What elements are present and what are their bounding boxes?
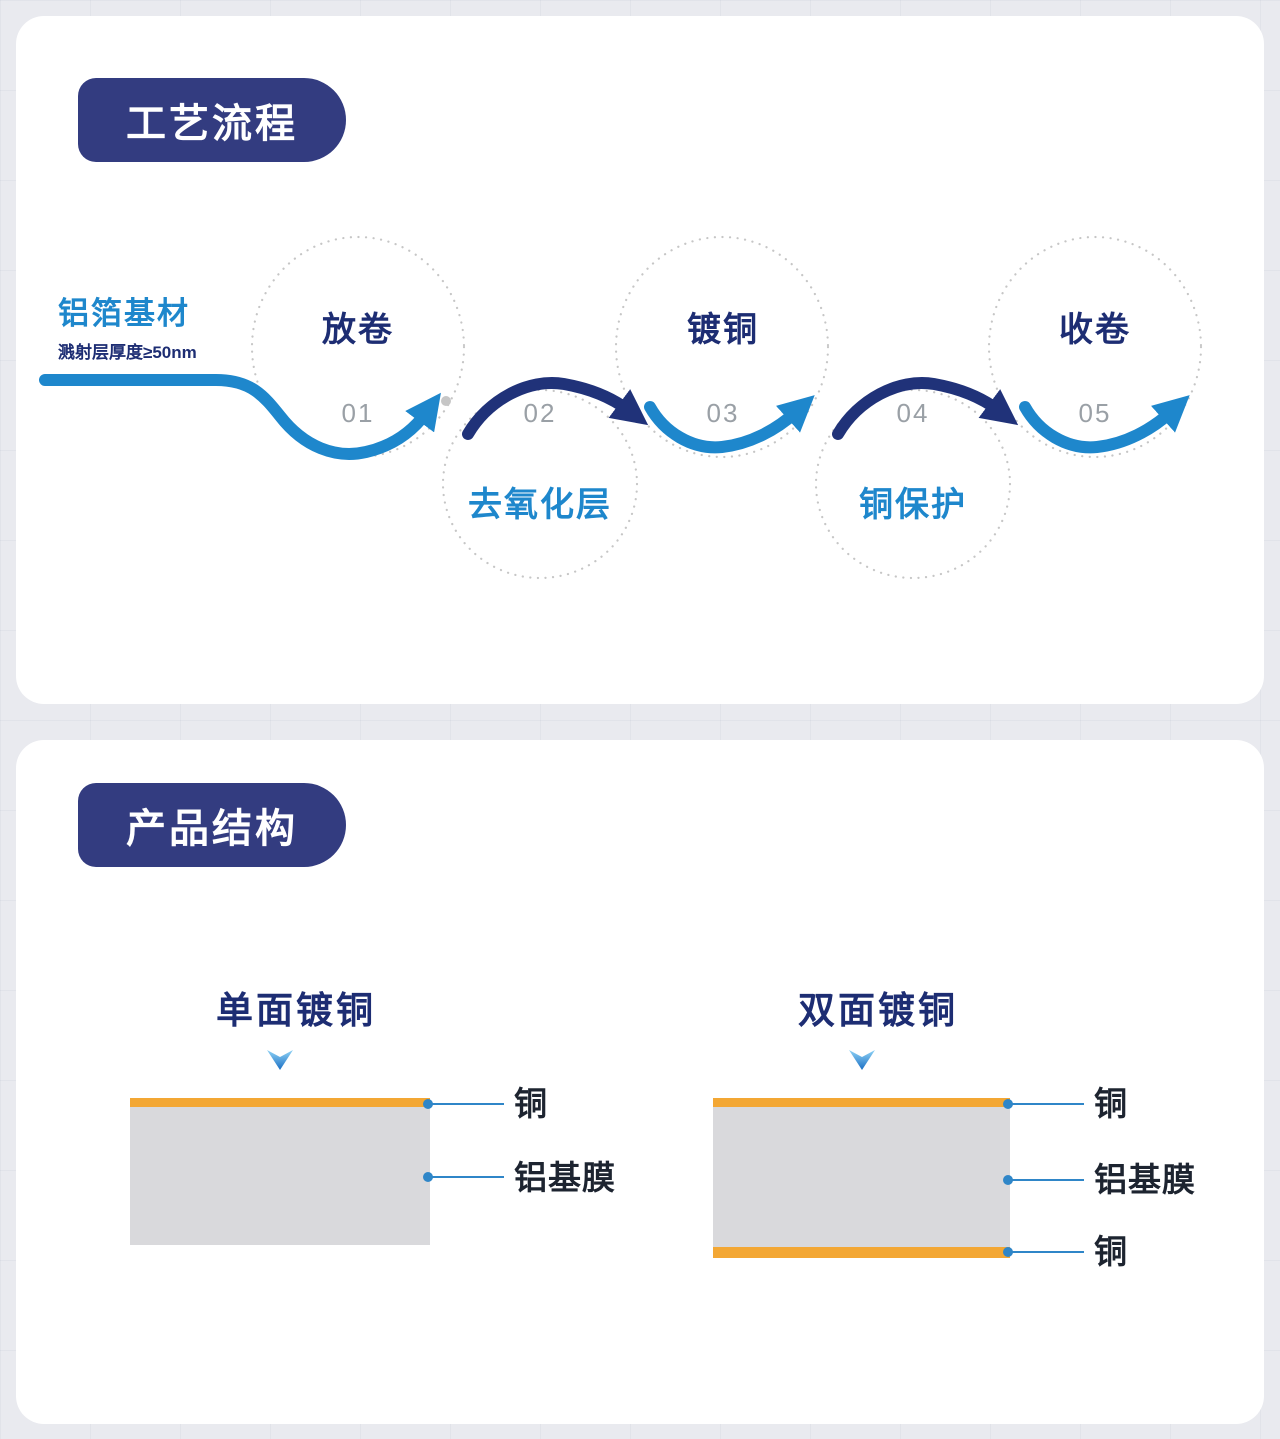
step-circle-3 [614,235,830,459]
step-label-copper-plating: 镀铜 [687,311,759,349]
layer-label-copper: 铜 [514,1085,548,1122]
double-side-title: 双面镀铜 [798,990,958,1031]
film-body [130,1098,430,1245]
step-circle-4 [814,388,1012,580]
flow-arrow-2 [462,377,649,440]
copper-layer-top [713,1098,1010,1107]
down-arrow-icon [267,1050,293,1070]
copper-layer-bottom [713,1247,1010,1258]
step-label-unwinding: 放卷 [322,311,394,349]
flow-arrow-5 [1019,395,1190,454]
layer-label-copper-top: 铜 [1094,1085,1128,1122]
leader-line-film [1003,1175,1084,1185]
step-number-2: 02 [523,398,557,428]
step-number-1: 01 [341,398,375,428]
flow-arrow-4 [832,377,1019,440]
copper-layer-top [130,1098,430,1107]
substrate-note: 溅射层厚度≥50nm [58,343,197,362]
flow-arrow-3 [644,395,815,454]
layer-label-film: 铝基膜 [1094,1161,1196,1198]
structure-title: 产品结构 [126,807,298,851]
product-structure-card: 产品结构 单面镀铜 铜 铝基膜 双面 [16,740,1264,1424]
single-side-title: 单面镀铜 [216,990,376,1031]
process-title: 工艺流程 [126,102,298,146]
step-number-4: 04 [896,398,930,428]
step-number-3: 03 [706,398,740,428]
film-body [713,1098,1010,1258]
step-circle-1 [250,235,466,459]
step-label-rewinding: 收卷 [1059,311,1131,349]
leader-line-film [423,1172,504,1182]
flow-diagram [39,235,1203,580]
step-number-5: 05 [1078,398,1112,428]
step-circle-2 [441,388,639,580]
layer-label-copper-bottom: 铜 [1094,1233,1128,1270]
structure-title-pill: 产品结构 [78,783,346,867]
leader-line-copper-top [1003,1099,1084,1109]
process-flow-card: 工艺流程 铝箔基材 溅射层厚度≥50nm [16,16,1264,704]
process-title-pill: 工艺流程 [78,78,346,162]
substrate-label: 铝箔基材 [58,296,190,331]
step-circle-5 [987,235,1203,459]
step-label-copper-protect: 铜保护 [859,486,967,524]
leader-line-copper-bottom [1003,1247,1084,1257]
layer-label-film: 铝基膜 [514,1159,616,1196]
substrate-line-arrow-1 [39,374,441,460]
leader-line-copper [423,1099,504,1109]
down-arrow-icon [849,1050,875,1070]
joint-dot [441,396,451,406]
step-label-deoxidize: 去氧化层 [468,486,612,524]
